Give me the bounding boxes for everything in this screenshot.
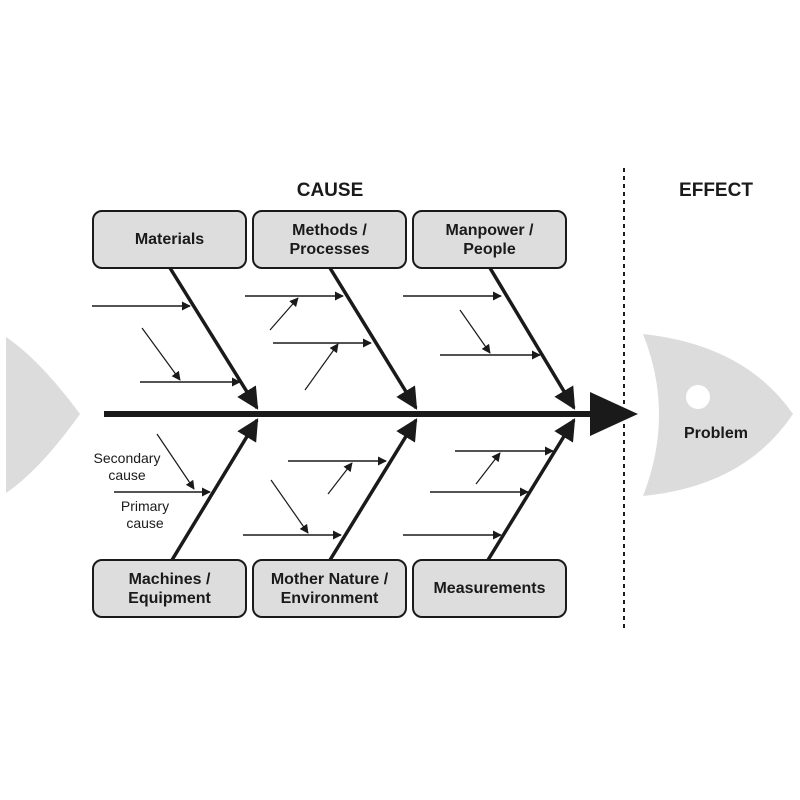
secondary-cause-arrow bbox=[327, 462, 353, 495]
fish-head bbox=[643, 334, 793, 496]
category-box-manpower: Manpower / People bbox=[412, 210, 567, 269]
category-box-machines: Machines / Equipment bbox=[92, 559, 247, 618]
bone-methods bbox=[328, 267, 418, 410]
secondary-cause-arrow bbox=[156, 433, 195, 490]
category-box-environment: Mother Nature / Environment bbox=[252, 559, 407, 618]
category-label: Machines / Equipment bbox=[128, 570, 211, 607]
spine-arrowhead bbox=[590, 392, 638, 436]
category-box-materials: Materials bbox=[92, 210, 247, 269]
secondary-cause-arrow bbox=[304, 343, 339, 391]
bone-materials bbox=[168, 267, 259, 410]
effect-heading: EFFECT bbox=[679, 180, 753, 201]
secondary-cause-arrow bbox=[475, 452, 501, 485]
secondary-cause-arrow bbox=[141, 327, 181, 381]
bone-measurements bbox=[486, 418, 576, 561]
primary-cause-label: Primary cause bbox=[120, 498, 170, 531]
category-label: Measurements bbox=[433, 580, 546, 597]
category-label: Mother Nature / Environment bbox=[270, 570, 389, 607]
problem-label: Problem bbox=[683, 425, 748, 442]
bone-machines bbox=[170, 418, 259, 561]
bone-manpower bbox=[488, 267, 576, 410]
category-box-measurements: Measurements bbox=[412, 559, 567, 618]
cause-heading: CAUSE bbox=[296, 180, 364, 201]
category-label: Materials bbox=[134, 231, 205, 248]
category-label: Manpower / People bbox=[445, 221, 534, 258]
secondary-cause-arrow bbox=[269, 297, 299, 331]
bone-environment bbox=[328, 418, 418, 561]
secondary-cause-label: Secondary cause bbox=[93, 450, 161, 483]
fish-tail bbox=[6, 337, 80, 493]
fish-eye bbox=[686, 385, 710, 409]
secondary-cause-arrow bbox=[459, 309, 491, 354]
category-box-methods: Methods / Processes bbox=[252, 210, 407, 269]
category-label: Methods / Processes bbox=[289, 221, 370, 258]
secondary-cause-arrow bbox=[270, 479, 309, 534]
